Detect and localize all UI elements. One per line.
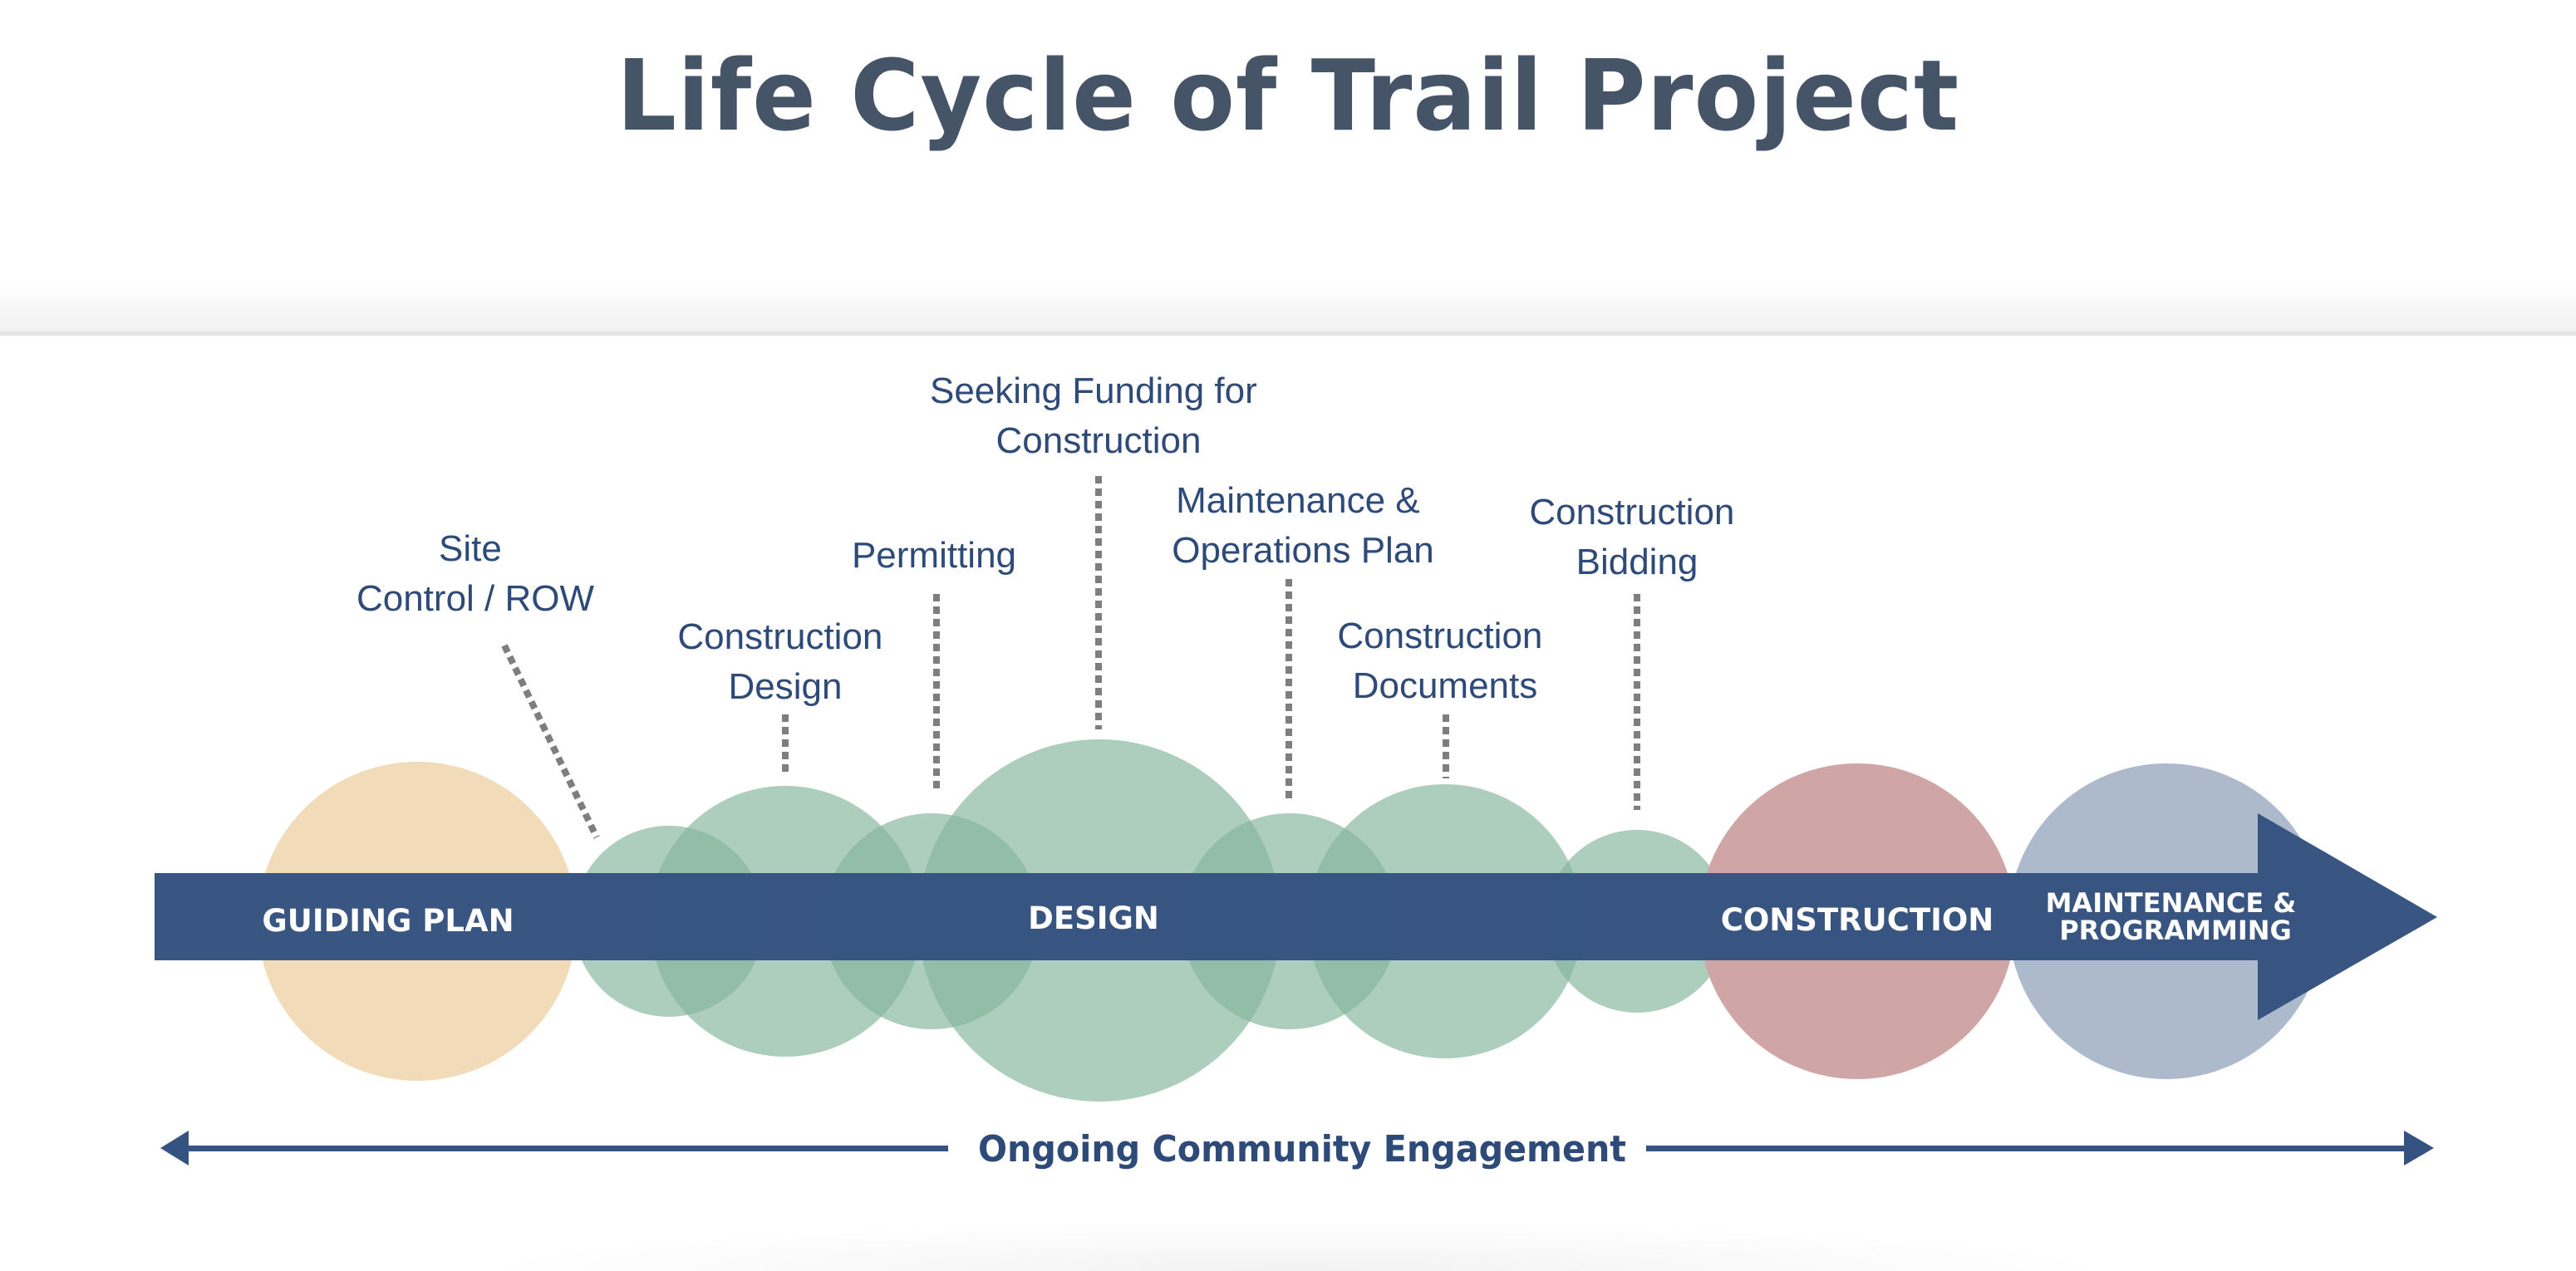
engagement-arrowhead-right xyxy=(2404,1131,2434,1165)
step-label-construction-bidding: Construction Bidding xyxy=(1529,492,1744,582)
step-label-maintenance-operations-plan: Maintenance & Operations Plan xyxy=(1172,480,1434,571)
engagement-label: Ongoing Community Engagement xyxy=(978,1128,1626,1170)
phase-label-maintenance-programming: MAINTENANCE & PROGRAMMING xyxy=(2046,887,2306,946)
header-divider xyxy=(0,331,2576,336)
timeline-arrow xyxy=(155,813,2437,1020)
step-label-seeking-funding: Seeking Funding for Construction xyxy=(930,371,1267,461)
engagement-line-right xyxy=(1646,1146,2411,1151)
step-label-construction-documents: Construction Documents xyxy=(1337,616,1552,706)
page-title: Life Cycle of Trail Project xyxy=(616,38,1960,153)
engagement-line-left xyxy=(183,1146,948,1151)
leader-site-control xyxy=(501,644,600,839)
footer-shadow xyxy=(465,1221,2127,1271)
phase-label-guiding-plan: GUIDING PLAN xyxy=(262,903,514,939)
engagement-arrowhead-left xyxy=(160,1131,189,1165)
step-label-construction-design: Construction Design xyxy=(677,616,892,707)
leader-lines xyxy=(501,476,1640,839)
step-label-site-control: Site Control / ROW xyxy=(356,528,595,619)
phase-labels: GUIDING PLAN DESIGN CONSTRUCTION MAINTEN… xyxy=(262,887,2306,946)
phase-label-construction: CONSTRUCTION xyxy=(1721,902,1994,938)
step-labels: Site Control / ROW Construction Design P… xyxy=(356,371,1744,707)
header-shadow xyxy=(0,282,2576,332)
engagement-arrow: Ongoing Community Engagement xyxy=(160,1128,2434,1170)
phase-label-design: DESIGN xyxy=(1028,900,1159,936)
step-label-permitting: Permitting xyxy=(852,535,1016,576)
